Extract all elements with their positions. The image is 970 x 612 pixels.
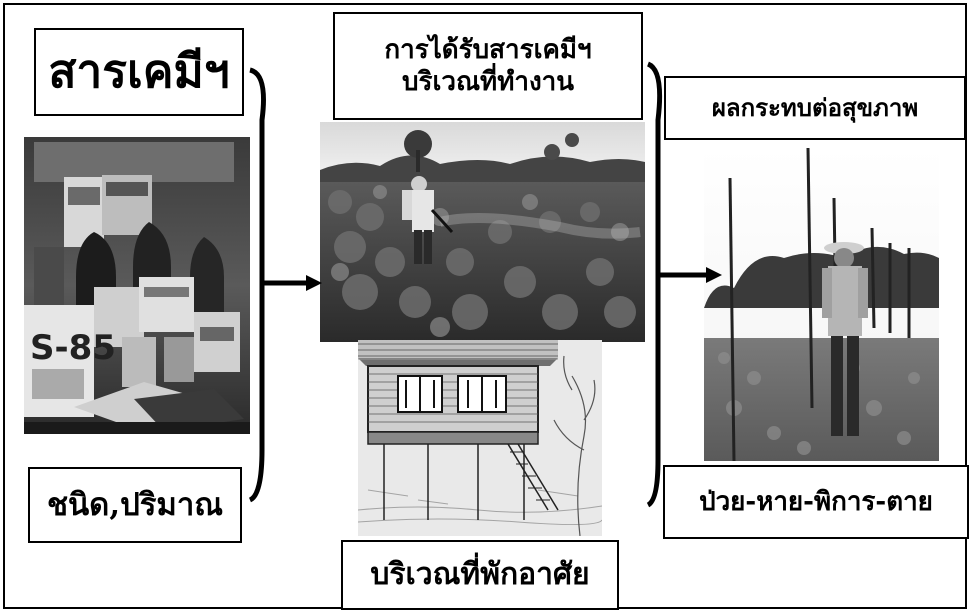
- health-outcome-box: ป่วย-หาย-พิการ-ตาย: [663, 465, 969, 539]
- farmer-photo: [704, 148, 939, 461]
- residence-label: บริเวณที่พักอาศัย: [370, 557, 590, 593]
- exposure-title-line2: บริเวณที่ทำงาน: [401, 67, 575, 97]
- exposure-title-line1: การได้รับสารเคมีฯ: [384, 34, 592, 65]
- chemical-products-photo: S-85: [24, 137, 250, 434]
- type-amount-label: ชนิด,ปริมาณ: [46, 486, 224, 523]
- product-label: S-85: [30, 328, 116, 368]
- health-outcome-label: ป่วย-หาย-พิการ-ตาย: [699, 486, 933, 517]
- house-sketch: [358, 340, 602, 536]
- residence-box: บริเวณที่พักอาศัย: [341, 540, 619, 610]
- health-impact-title: ผลกระทบต่อสุขภาพ: [711, 93, 919, 122]
- exposure-workplace-box: การได้รับสารเคมีฯ บริเวณที่ทำงาน: [333, 12, 643, 120]
- field-sprayer-photo: [320, 122, 645, 342]
- health-impact-box: ผลกระทบต่อสุขภาพ: [664, 76, 966, 140]
- chemicals-title-box: สารเคมีฯ: [34, 28, 244, 116]
- type-amount-box: ชนิด,ปริมาณ: [28, 467, 242, 543]
- chemicals-title: สารเคมีฯ: [48, 44, 230, 99]
